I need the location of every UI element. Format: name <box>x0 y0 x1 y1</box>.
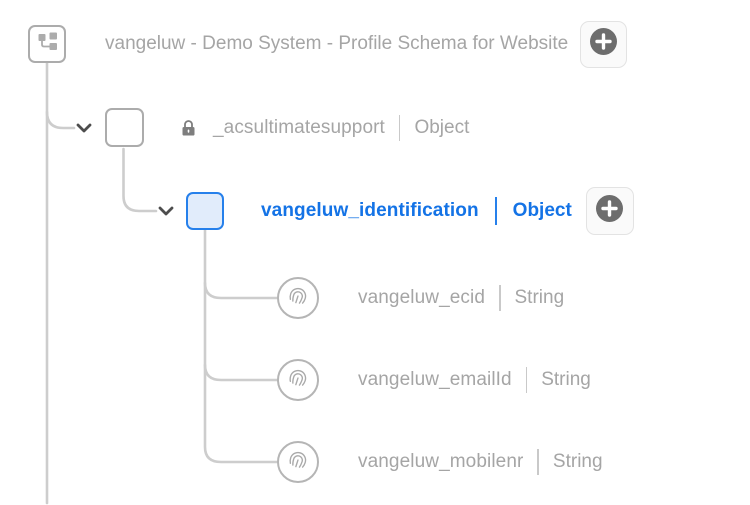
node-label-group: _acsultimatesupport Object <box>181 114 470 141</box>
node-label-group: vangeluw_mobilenr String <box>358 449 603 475</box>
node-label-group: vangeluw_emailId String <box>358 367 591 393</box>
schema-title: vangeluw - Demo System - Profile Schema … <box>105 33 569 54</box>
tree-row-acsultimatesupport[interactable]: _acsultimatesupport Object <box>76 106 469 149</box>
node-label-group: vangeluw_identification Object <box>261 197 572 225</box>
tree-row-vangeluw-ecid[interactable]: vangeluw_ecid String <box>277 277 564 319</box>
object-node-vangeluw-identification-selected[interactable] <box>186 192 224 230</box>
node-type: Object <box>414 116 470 138</box>
identity-field-node[interactable] <box>277 359 319 401</box>
node-name: _acsultimatesupport <box>213 116 385 138</box>
name-type-divider <box>398 114 401 141</box>
name-type-divider <box>525 367 528 393</box>
node-type: String <box>514 287 565 308</box>
node-name: vangeluw_identification <box>261 200 479 221</box>
node-type: String <box>541 369 591 390</box>
node-name: vangeluw_emailId <box>358 369 512 390</box>
node-name: vangeluw_mobilenr <box>358 451 524 472</box>
schema-root-node[interactable] <box>28 25 66 63</box>
add-icon <box>595 194 624 228</box>
add-icon <box>589 27 618 61</box>
name-type-divider <box>499 285 501 311</box>
node-label-group: vangeluw_ecid String <box>358 285 564 311</box>
node-type: Object <box>512 200 572 221</box>
identity-field-node[interactable] <box>277 441 319 483</box>
add-field-to-object-button[interactable] <box>585 187 634 235</box>
fingerprint-icon <box>287 449 309 476</box>
add-field-to-schema-button[interactable] <box>580 20 628 68</box>
fingerprint-icon <box>287 367 309 394</box>
lock-icon <box>181 119 196 137</box>
tree-row-vangeluw-identification[interactable]: vangeluw_identification Object <box>158 187 634 235</box>
chevron-down-icon[interactable] <box>76 123 92 133</box>
node-name: vangeluw_ecid <box>358 287 485 308</box>
schema-icon <box>37 31 58 57</box>
tree-row-vangeluw-emailid[interactable]: vangeluw_emailId String <box>277 359 591 401</box>
chevron-down-icon[interactable] <box>158 206 174 216</box>
tree-row-vangeluw-mobilenr[interactable]: vangeluw_mobilenr String <box>277 441 603 483</box>
fingerprint-icon <box>287 285 309 312</box>
object-node-acsultimatesupport[interactable] <box>105 108 144 147</box>
name-type-divider <box>537 449 539 475</box>
name-type-divider <box>494 197 497 225</box>
identity-field-node[interactable] <box>277 277 319 319</box>
node-type: String <box>552 451 603 472</box>
schema-root-row: vangeluw - Demo System - Profile Schema … <box>28 20 628 68</box>
